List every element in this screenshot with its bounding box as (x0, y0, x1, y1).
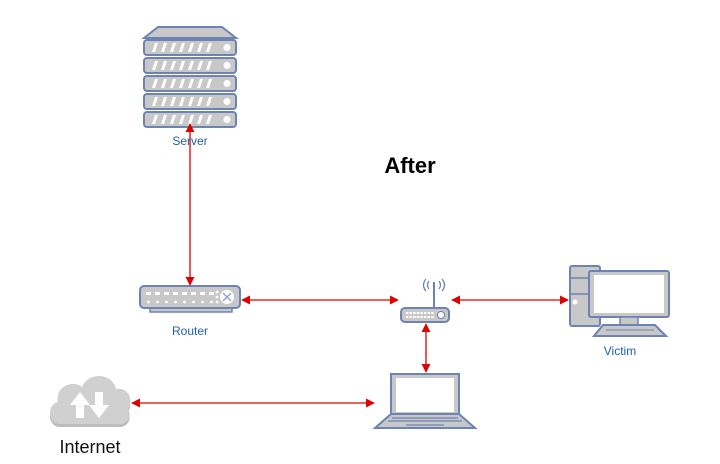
desktop-computer-icon[interactable] (569, 265, 670, 337)
network-switch-icon[interactable] (139, 285, 241, 313)
victim-label: Victim (603, 344, 637, 358)
server-label: Server (172, 134, 208, 148)
internet-label: Internet (59, 437, 121, 457)
diagram-title: After (384, 153, 436, 178)
cloud-icon[interactable] (49, 375, 131, 428)
wireless-access-point-icon[interactable] (400, 278, 450, 323)
edges (131, 123, 569, 408)
laptop-icon[interactable] (372, 373, 478, 429)
router-label: Router (171, 324, 209, 338)
server-rack-icon[interactable] (141, 26, 239, 128)
